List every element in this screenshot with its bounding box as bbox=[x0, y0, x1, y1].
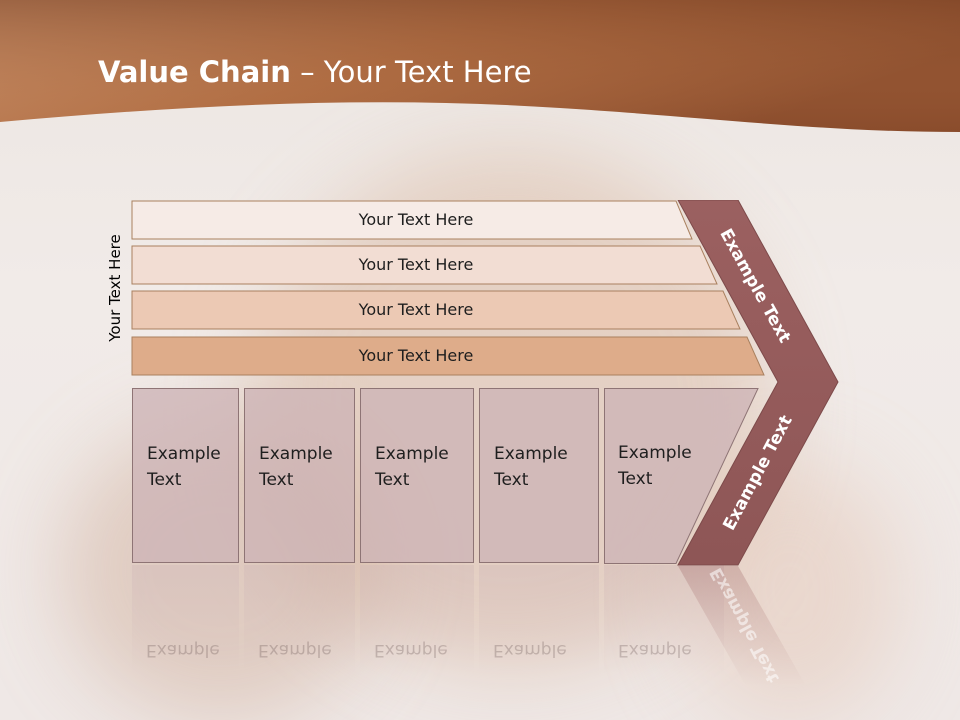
support-bar-label: Your Text Here bbox=[358, 300, 474, 319]
primary-box-reflection: Example bbox=[244, 565, 355, 675]
support-bar-shape bbox=[131, 290, 741, 330]
support-bar-label: Your Text Here bbox=[358, 255, 474, 274]
primary-box-reflection: Example bbox=[360, 565, 474, 675]
primary-box-line2: Text bbox=[147, 470, 182, 490]
support-bar-shape bbox=[131, 336, 765, 376]
primary-box-line2: Text bbox=[494, 470, 529, 490]
primary-box-line1: Example bbox=[375, 444, 449, 464]
reflection-text: Example bbox=[258, 640, 332, 660]
primary-box-line1: Example bbox=[259, 444, 333, 464]
primary-box-5-shape bbox=[604, 388, 759, 564]
primary-box-line1: Example bbox=[147, 444, 221, 464]
slide-title: Value Chain – Your Text Here bbox=[98, 55, 532, 89]
support-bar-label: Your Text Here bbox=[358, 210, 474, 229]
primary-box-line2: Text bbox=[375, 470, 410, 490]
support-bar-shape bbox=[131, 245, 718, 285]
title-bold: Value Chain bbox=[98, 55, 291, 89]
header-band bbox=[0, 0, 960, 132]
reflection-text: Example bbox=[146, 640, 220, 660]
reflection-text: Example bbox=[374, 640, 448, 660]
primary-box-reflection: Example bbox=[132, 565, 239, 675]
primary-box-reflection: Example bbox=[479, 565, 599, 675]
primary-box-line1: Example bbox=[618, 443, 692, 463]
support-bar-shape bbox=[131, 200, 693, 240]
primary-box-line2: Text bbox=[259, 470, 294, 490]
title-rest: – Your Text Here bbox=[290, 55, 532, 89]
side-label-text: Your Text Here bbox=[106, 234, 124, 342]
support-bar-label: Your Text Here bbox=[358, 346, 474, 365]
margin-chevron-reflection bbox=[678, 566, 806, 686]
primary-box-line1: Example bbox=[494, 444, 568, 464]
reflection-text: Example bbox=[493, 640, 567, 660]
primary-box-line2: Text bbox=[618, 469, 653, 489]
margin-chevron bbox=[677, 200, 839, 566]
